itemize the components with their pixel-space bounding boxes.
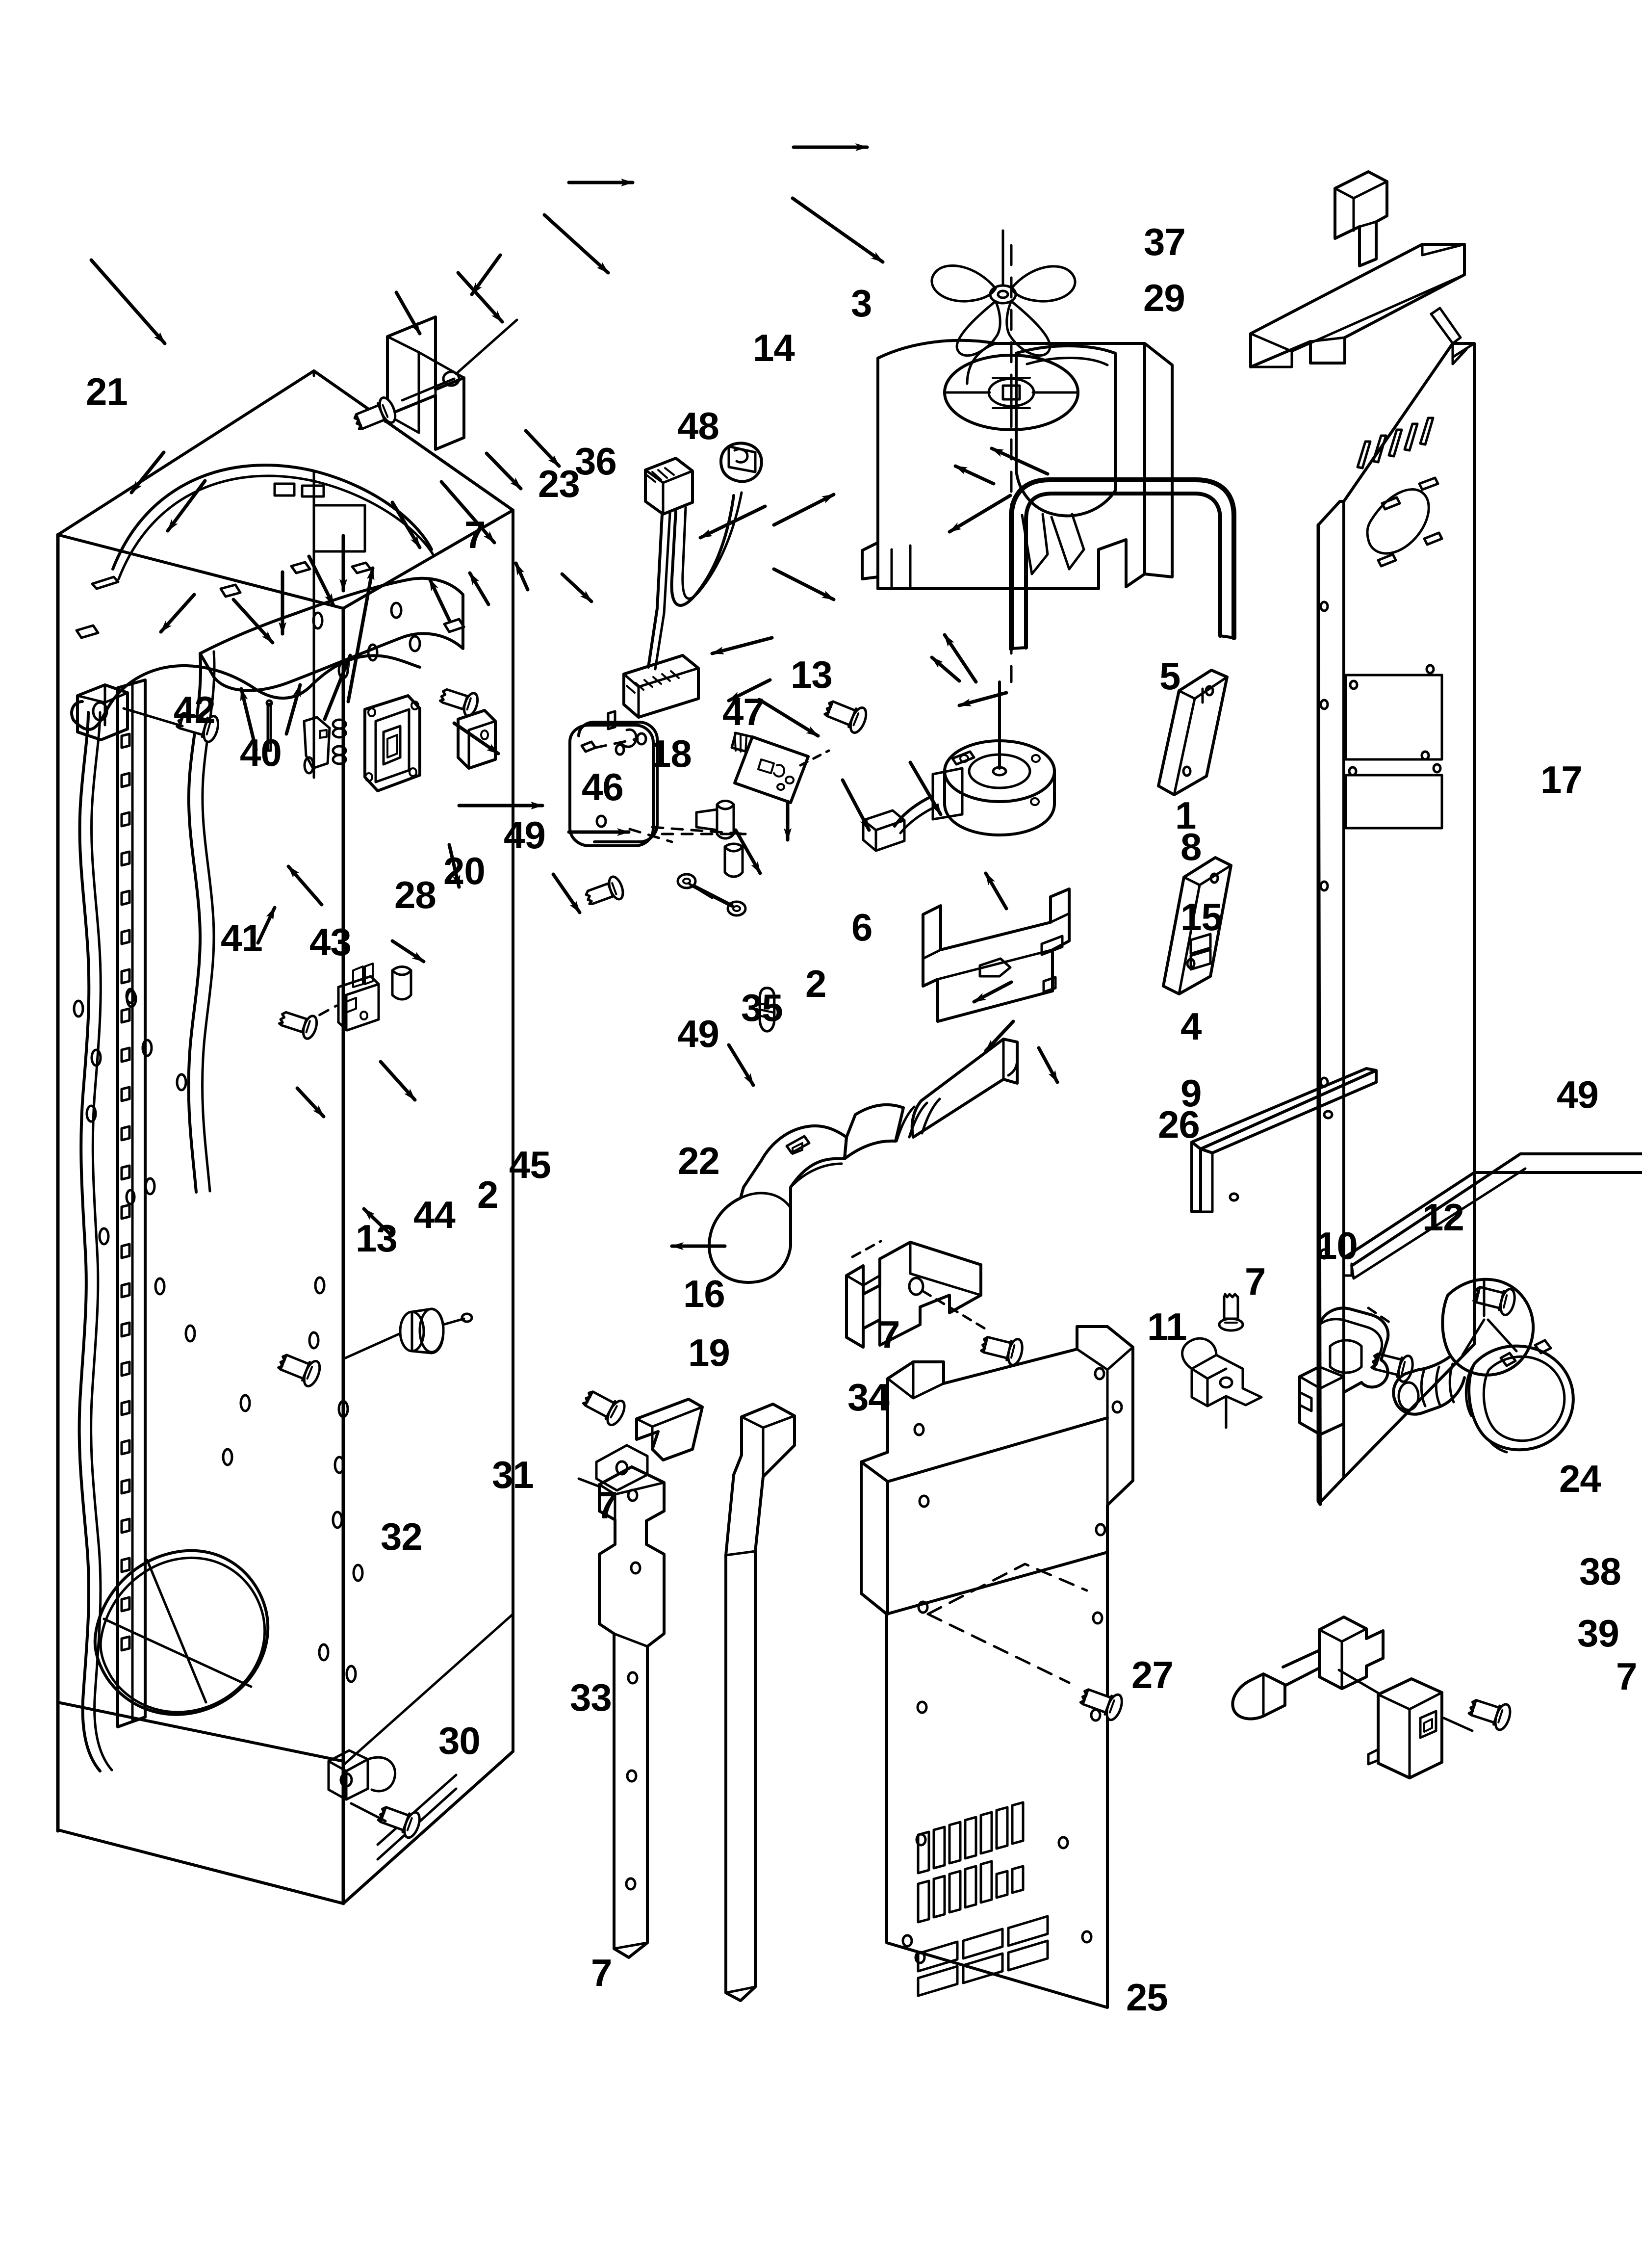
part-45-end-cap xyxy=(457,709,497,770)
callout-number-15-32: 15 xyxy=(1180,895,1223,938)
part-18-probe xyxy=(695,800,735,840)
part-20-switch-plate xyxy=(363,694,421,792)
callout-number-1-30: 1 xyxy=(1175,794,1196,837)
callout-number-36-4: 36 xyxy=(575,440,617,483)
part-29-air-duct xyxy=(1249,243,1466,368)
callout-number-16-38: 16 xyxy=(683,1272,725,1315)
part-34-trim-bar xyxy=(724,1403,796,2002)
callout-number-7-43: 7 xyxy=(1245,1260,1266,1303)
callout-number-7-49: 7 xyxy=(1616,1655,1637,1698)
callout-number-48-3: 48 xyxy=(677,404,719,447)
callout-number-7-52: 7 xyxy=(596,1484,617,1527)
callout-number-43-14: 43 xyxy=(309,920,352,964)
callout-number-39-48: 39 xyxy=(1577,1612,1619,1655)
callout-number-28-15: 28 xyxy=(394,873,436,916)
callout-number-45-21: 45 xyxy=(509,1143,551,1186)
callout-number-49-26: 49 xyxy=(677,1012,719,1055)
callout-number-13-18: 13 xyxy=(356,1217,398,1260)
callout-number-2-28: 2 xyxy=(805,962,826,1005)
part-4-motor-bracket xyxy=(922,887,1071,1023)
callout-number-13-25: 13 xyxy=(791,653,833,696)
callout-number-21-0: 21 xyxy=(86,370,128,413)
part-18-thermostat-plate xyxy=(568,710,747,910)
part-25-rear-panel xyxy=(860,1325,1134,2009)
part-30-clip xyxy=(327,1749,422,1840)
part-11-wire-clamp xyxy=(1181,1294,1263,1429)
callout-number-22-37: 22 xyxy=(678,1139,720,1182)
part-8-trim xyxy=(1157,669,1229,796)
callout-number-8-31: 8 xyxy=(1180,825,1202,868)
part-1-fan-motor xyxy=(862,680,1056,852)
part-41-shelf-ladder xyxy=(76,678,221,1728)
callout-number-14-6: 14 xyxy=(753,326,795,369)
callout-number-26-35: 26 xyxy=(1158,1103,1200,1146)
callout-number-38-47: 38 xyxy=(1579,1550,1621,1593)
callout-number-3-5: 3 xyxy=(851,282,872,325)
callout-number-49-17: 49 xyxy=(504,813,546,857)
part-21-cabinet-liner xyxy=(56,369,514,1905)
callout-number-7-2: 7 xyxy=(464,513,486,556)
callout-number-34-41: 34 xyxy=(847,1376,890,1419)
part-3-fan-blade xyxy=(930,229,1077,357)
part-6-ground-strap xyxy=(676,873,747,917)
callout-number-49-36: 49 xyxy=(1557,1073,1599,1116)
part-31-roller xyxy=(276,1307,473,1388)
callout-number-10-44: 10 xyxy=(1316,1224,1358,1267)
callout-number-6-29: 6 xyxy=(851,906,872,949)
callout-number-12-45: 12 xyxy=(1422,1196,1464,1239)
part-33-hinge-arm xyxy=(577,1385,666,1959)
callout-number-47-24: 47 xyxy=(722,690,765,733)
part-2-grommet-left xyxy=(391,965,412,1001)
callout-number-23-1: 23 xyxy=(538,462,580,505)
callout-number-27-56: 27 xyxy=(1131,1653,1174,1696)
part-12-light-bulb xyxy=(1392,1277,1535,1416)
callout-number-2-20: 2 xyxy=(477,1173,498,1216)
callout-number-33-53: 33 xyxy=(570,1676,612,1719)
callout-number-42-11: 42 xyxy=(174,688,216,731)
callout-number-7-40: 7 xyxy=(879,1313,900,1356)
part-26-angle-trim xyxy=(1190,1067,1378,1213)
part-24-lens-cover xyxy=(1464,1339,1575,1454)
callout-number-35-27: 35 xyxy=(741,986,783,1029)
part-22-air-duct-hose xyxy=(708,1038,1019,1284)
part-5-seal xyxy=(1009,477,1236,651)
callout-number-5-10: 5 xyxy=(1159,654,1180,698)
callout-number-24-46: 24 xyxy=(1559,1457,1601,1500)
part-38-connector xyxy=(1231,1616,1385,1721)
part-43-pin xyxy=(265,699,273,752)
part-28-latch-springs xyxy=(303,716,347,770)
callout-number-44-19: 44 xyxy=(413,1193,456,1236)
callout-number-11-42: 11 xyxy=(1147,1305,1187,1348)
part-19-shim xyxy=(635,1398,704,1461)
part-23-corner-bracket xyxy=(352,315,518,451)
callout-number-4-33: 4 xyxy=(1180,1005,1202,1048)
part-16-bracket xyxy=(845,1240,1025,1366)
part-14-fan-shroud xyxy=(861,244,1174,683)
callout-number-30-54: 30 xyxy=(438,1719,481,1762)
callout-number-31-50: 31 xyxy=(492,1453,534,1496)
callout-number-18-23: 18 xyxy=(650,732,692,775)
callout-number-25-57: 25 xyxy=(1126,1976,1168,2019)
part-10-lamp-socket xyxy=(1298,1306,1390,1436)
callout-number-46-22: 46 xyxy=(582,765,624,808)
callout-number-9-34: 9 xyxy=(1180,1071,1202,1115)
callout-number-20-16: 20 xyxy=(443,849,486,892)
part-44-switch xyxy=(278,963,380,1041)
callout-number-17-9: 17 xyxy=(1540,758,1583,801)
part-47-control-board xyxy=(730,695,869,804)
part-39-switch xyxy=(1337,1668,1513,1779)
callout-number-40-12: 40 xyxy=(240,731,282,774)
callout-number-32-51: 32 xyxy=(381,1515,423,1558)
part-15-trim xyxy=(1162,856,1232,995)
callout-number-19-39: 19 xyxy=(688,1331,730,1374)
callout-number-7-55: 7 xyxy=(591,1951,612,1994)
callout-number-29-8: 29 xyxy=(1143,276,1185,319)
callout-number-41-13: 41 xyxy=(221,916,263,960)
part-cabinet-upper-bracket xyxy=(199,576,465,692)
part-36-wire-harness xyxy=(622,442,763,719)
callout-number-37-7: 37 xyxy=(1144,220,1186,263)
part-37-clip xyxy=(1334,170,1388,267)
part-2-grommet-center xyxy=(723,842,744,878)
